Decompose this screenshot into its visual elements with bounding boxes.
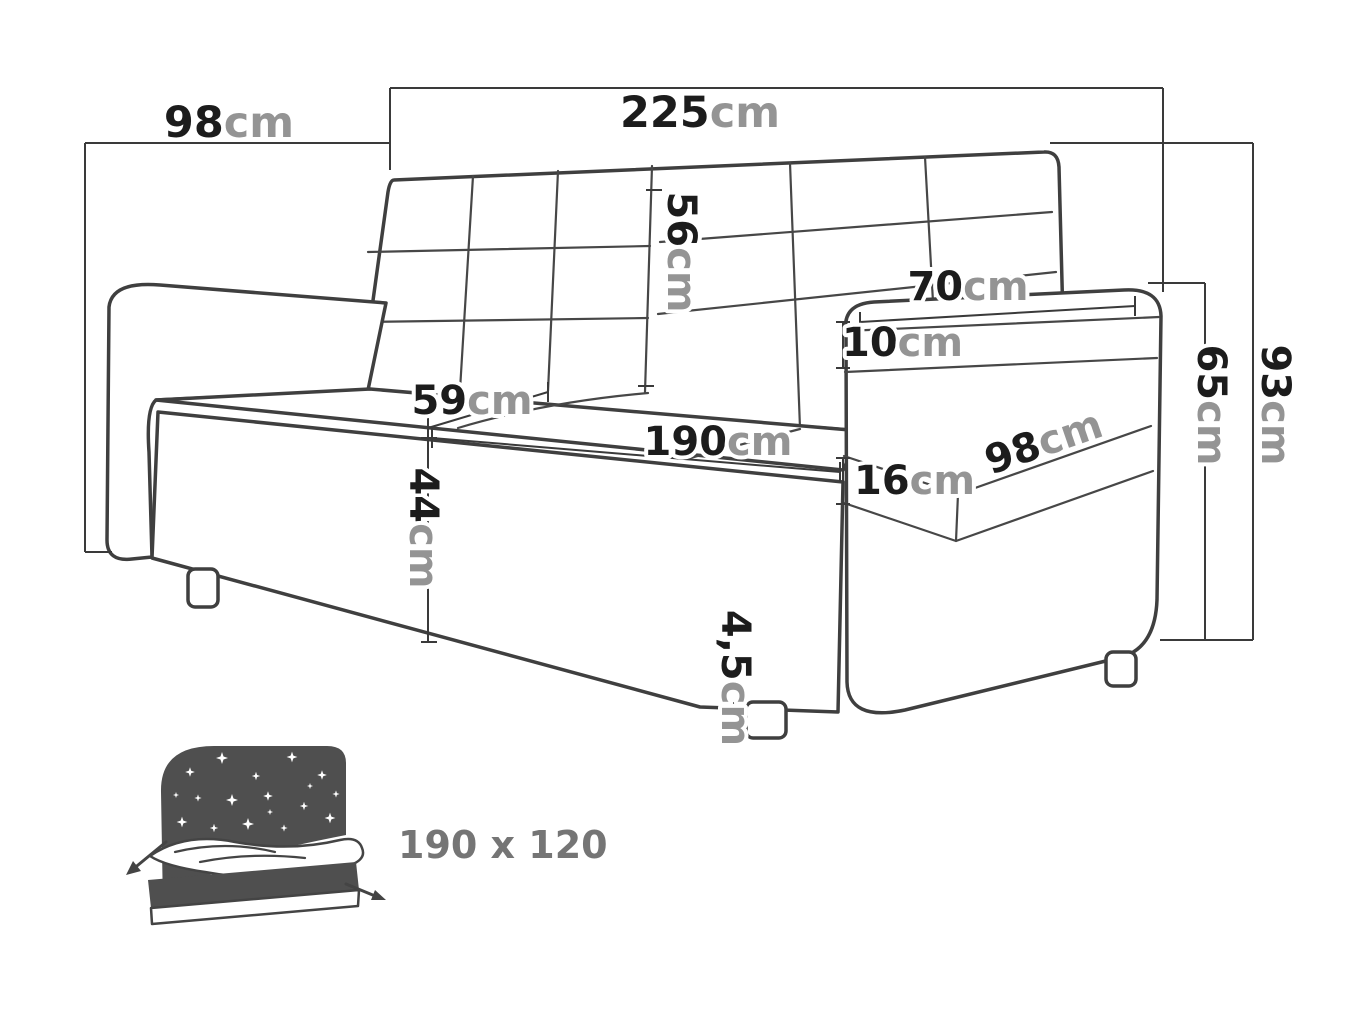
dim-line-seat-width — [431, 437, 841, 473]
sofa-left-armrest — [105, 282, 388, 562]
dim-total-width-label: 225cm — [620, 88, 780, 138]
dim-backrest-height-label: 56cm — [658, 191, 704, 312]
dim-leg-height-label: 4,5cm — [712, 610, 758, 746]
dim-line-cushion-depth — [427, 391, 549, 429]
sleeping-area-size-label: 190 x 120 — [398, 823, 608, 867]
dim-armrest-width-label: 70cm — [907, 264, 1028, 310]
dim-overall-height-label: 93cm — [1252, 344, 1298, 465]
dim-band-height-label: 16cm — [854, 458, 975, 504]
bed-base — [149, 888, 361, 926]
dim-armrest-height-label: 65cm — [1188, 344, 1234, 465]
sleeping-area-icon — [126, 746, 386, 926]
sofa-leg-front — [744, 700, 788, 740]
dim-cushion-depth-label: 59cm — [411, 378, 532, 424]
arrow-left-icon — [130, 840, 168, 872]
sofa-leg-right — [1104, 650, 1138, 688]
dim-seat-width-label: 190cm — [644, 419, 793, 465]
dim-pad-thickness-label: 10cm — [842, 320, 963, 366]
dim-seat-height-label: 44cm — [400, 467, 446, 588]
sofa-right-armrest — [842, 288, 1163, 715]
sofa-base — [150, 410, 845, 740]
sofa-leg-left — [186, 567, 220, 609]
dimension-lines — [84, 87, 1254, 738]
dim-depth-label: 98cm — [164, 98, 294, 148]
sofa-line-art — [105, 150, 1163, 740]
mattress-band — [148, 862, 359, 908]
dim-line-armrest-width — [859, 305, 1136, 323]
